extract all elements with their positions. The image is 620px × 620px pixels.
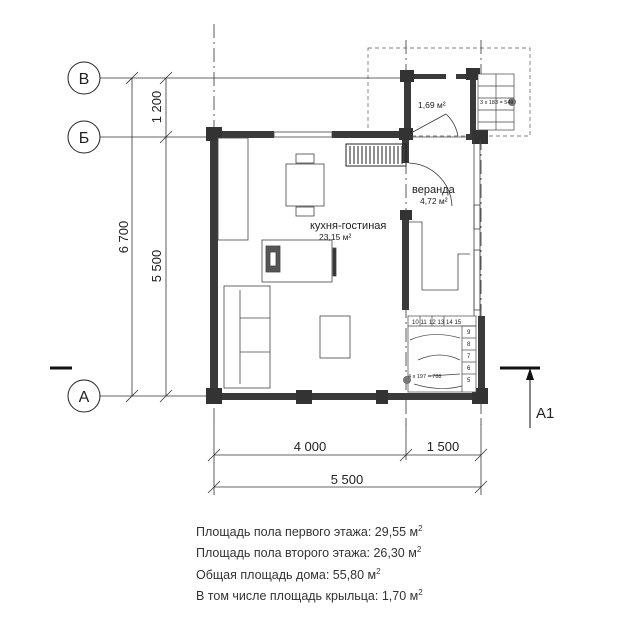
section-mark-label: А1 [536, 405, 554, 422]
dim-bottom-total: 5 500 [331, 472, 364, 487]
porch-door [410, 113, 459, 137]
axis-label-a: А [79, 389, 90, 406]
stair-step-number: 9 [467, 330, 471, 336]
section-mark: А1 [50, 366, 554, 428]
axis-bubble-b: Б [67, 120, 101, 154]
dim-left-part2: 5 500 [149, 250, 164, 283]
veranda-area: 4,72 м² [420, 196, 448, 206]
axis-bubble-v: В [67, 61, 101, 95]
kitchen-area: 23,15 м² [319, 232, 351, 242]
dim-left-part1: 1 200 [149, 91, 164, 124]
stair-step-number: 5 [467, 378, 471, 384]
stair-step-number: 15 [455, 320, 462, 326]
stair-label: 4 x 197 = 788 [408, 374, 442, 380]
stair-step-number: 7 [467, 354, 471, 360]
stair-post-icon [403, 376, 411, 384]
shelves [345, 143, 407, 167]
area-total-text: Общая площадь дома: 55,80 м [196, 568, 377, 583]
stair-step-number: 8 [467, 342, 471, 348]
stair-step-number: 6 [467, 366, 471, 372]
area-total-sup: 2 [376, 567, 381, 576]
area-second-floor: Площадь пола второго этажа: 26,30 м2 [196, 545, 421, 560]
stair-step-number: 13 [438, 320, 445, 326]
area-first-floor-text: Площадь пола первого этажа: 29,55 м [196, 525, 419, 540]
veranda-door [408, 162, 453, 207]
stair-step-number: 10 [412, 320, 419, 326]
dim-bottom-seg2: 1 500 [427, 439, 460, 454]
furniture [217, 137, 470, 389]
stair-step-number: 14 [446, 320, 453, 326]
kitchen-counter [217, 137, 249, 241]
area-porch-sup: 2 [418, 588, 423, 597]
axis-lines [100, 71, 488, 495]
dim-left-total: 6 700 [116, 221, 131, 254]
axis-bubble-a: А [67, 379, 101, 413]
dining-table [285, 163, 325, 207]
porch-post-icon [508, 98, 516, 106]
kitchen-name: кухня-гостиная [310, 220, 386, 232]
sofa [223, 285, 271, 389]
veranda-name: веранда [412, 184, 456, 196]
porch-area: 1,69 м² [418, 100, 446, 110]
area-second-floor-text: Площадь пола второго этажа: 26,30 м [196, 546, 417, 561]
area-first-floor-sup: 2 [418, 524, 423, 533]
area-porch-text: В том числе площадь крыльца: 1,70 м [196, 589, 419, 604]
porch-outline [367, 47, 531, 137]
axis-label-b: Б [79, 130, 90, 147]
area-first-floor: Площадь пола первого этажа: 29,55 м2 [196, 524, 423, 539]
stair-step-number: 11 [421, 320, 428, 326]
area-total: Общая площадь дома: 55,80 м2 [196, 567, 381, 582]
coffee-table [319, 315, 351, 359]
porch-stairs-label: 3 x 183 = 549 [480, 100, 514, 106]
axis-label-v: В [79, 71, 90, 88]
area-porch: В том числе площадь крыльца: 1,70 м2 [196, 588, 423, 603]
dim-bottom-seg1: 4 000 [294, 439, 327, 454]
stair-step-number: 12 [429, 320, 436, 326]
area-second-floor-sup: 2 [416, 545, 422, 554]
staircase [407, 315, 477, 393]
veranda-rails [409, 136, 481, 316]
stair-right-numbers: 9 8 7 6 5 [467, 330, 471, 384]
